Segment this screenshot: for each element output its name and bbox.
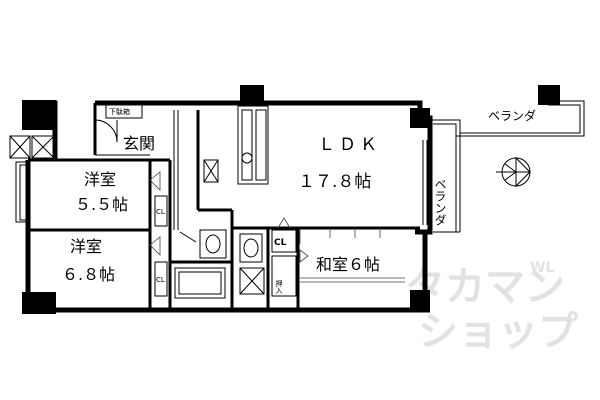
kitchen-counter bbox=[237, 105, 269, 185]
storage: CL CL CL 押入 bbox=[154, 195, 297, 297]
watermark-line1: タカマン bbox=[405, 264, 565, 310]
compass-icon bbox=[496, 156, 531, 188]
left-exterior-details bbox=[9, 135, 55, 223]
western2-size: ６.８帖 bbox=[62, 265, 115, 284]
oshiire-label: 押入 bbox=[275, 279, 283, 294]
entrance-label: 玄関 bbox=[123, 134, 155, 153]
western2-name: 洋室 bbox=[70, 237, 102, 256]
balcony-outline bbox=[430, 100, 585, 233]
wet-area bbox=[174, 229, 265, 299]
interior-walls bbox=[28, 110, 420, 310]
closet-western2-label: CL bbox=[156, 276, 165, 284]
western1-size: ５.５帖 bbox=[75, 195, 128, 214]
closet-ldk-label: CL bbox=[274, 238, 287, 248]
watermark: タカマン ショップ WL bbox=[405, 260, 578, 355]
japanese-room-tatami bbox=[300, 228, 405, 283]
watermark-line2: ショップ bbox=[418, 309, 578, 355]
doors bbox=[149, 171, 309, 263]
room-labels: ＬＤＫ １７.８帖 洋室 ５.５帖 洋室 ６.８帖 和室６帖 ベランダ ベランダ bbox=[62, 108, 536, 284]
ldk-name: ＬＤＫ bbox=[318, 135, 381, 155]
structural-columns bbox=[22, 85, 560, 314]
balcony-side-label: ベランダ bbox=[433, 178, 447, 226]
western1-name: 洋室 bbox=[84, 170, 116, 189]
balcony-top-label: ベランダ bbox=[488, 108, 536, 123]
closet-western1-label: CL bbox=[156, 208, 165, 216]
ldk-window bbox=[422, 140, 428, 225]
watermark-mark: WL bbox=[530, 260, 554, 276]
corridor-details bbox=[173, 110, 219, 243]
ldk-size: １７.８帖 bbox=[298, 172, 371, 192]
shoe-cabinet-label: 下駄箱 bbox=[109, 107, 130, 116]
entrance-area: 下駄箱 玄関 bbox=[94, 103, 155, 156]
japanese-room-name: 和室６帖 bbox=[316, 255, 380, 274]
